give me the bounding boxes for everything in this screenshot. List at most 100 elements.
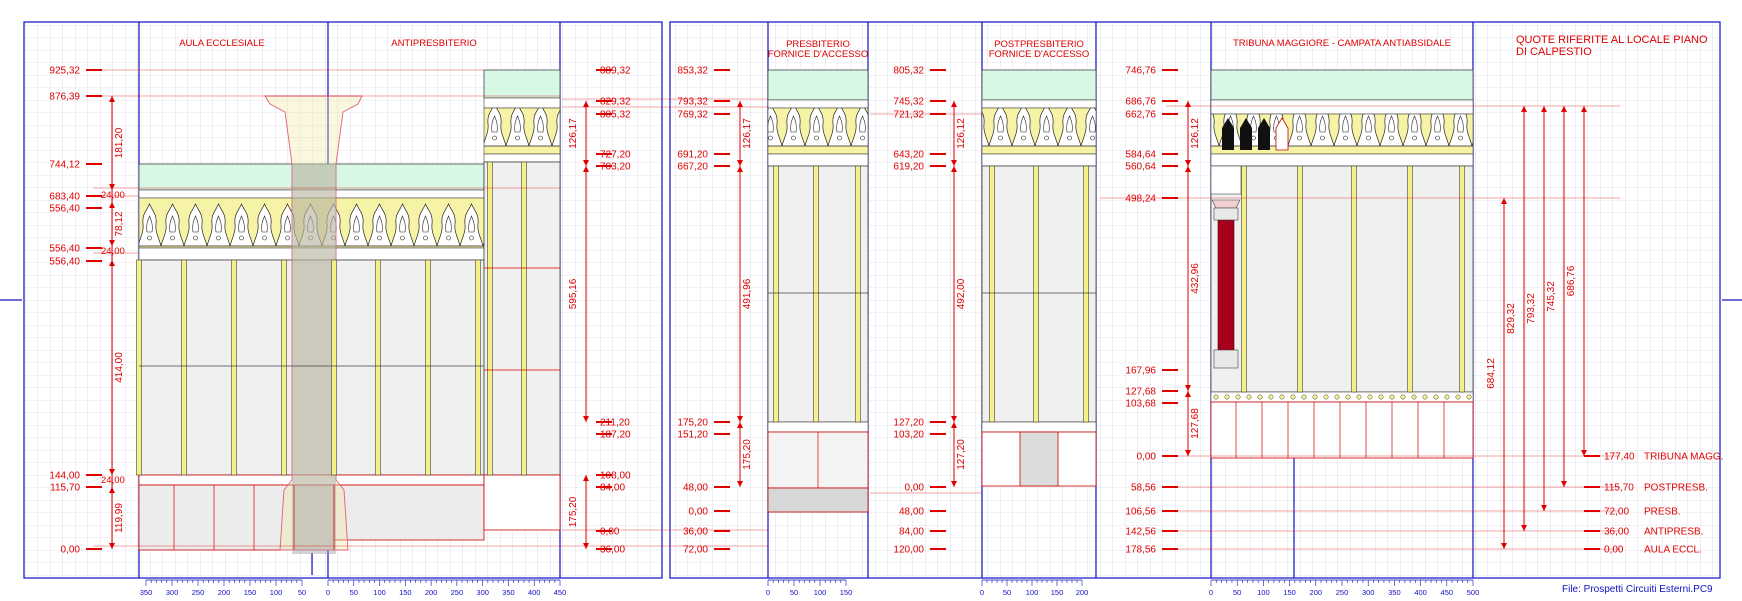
ornament-dot bbox=[1433, 394, 1439, 400]
anti-elev-label: 211,20 bbox=[600, 418, 630, 429]
anti-dim-value: 126,17 bbox=[568, 118, 579, 149]
aula-dim-arrow bbox=[109, 184, 115, 190]
aula-mullion bbox=[181, 259, 187, 476]
scale-aula-right-label: 100 bbox=[373, 588, 386, 597]
tribuna-elev-label: 142,56 bbox=[1125, 527, 1156, 538]
anti-elev-label: 36,00 bbox=[600, 545, 625, 556]
aula-mullion bbox=[281, 259, 287, 476]
aula-dim-arrow bbox=[109, 543, 115, 549]
legend-value: 0,00 bbox=[1604, 545, 1624, 556]
scale-aula-left-label: 200 bbox=[218, 588, 231, 597]
aula-elev-label: 556,40 bbox=[49, 244, 80, 255]
ornament-dot bbox=[1323, 394, 1329, 400]
scale-tribuna-label: 200 bbox=[1310, 588, 1323, 597]
legend-label: AULA ECCL. bbox=[1644, 545, 1702, 556]
aula-elev-label: 144,00 bbox=[49, 471, 80, 482]
aula-elev-label: 744,12 bbox=[49, 160, 80, 171]
postpresb-mullion bbox=[1033, 165, 1039, 423]
anti-dim-arrow bbox=[583, 101, 589, 107]
presb-elev-label: 72,00 bbox=[683, 545, 708, 556]
ornament-dot bbox=[1246, 394, 1252, 400]
aula-elev-label: 556,40 bbox=[49, 204, 80, 215]
scale-postpresb-label: 200 bbox=[1076, 588, 1089, 597]
aula-dim-value: 24,00 bbox=[101, 475, 125, 486]
postpresb-elev-label: 619,20 bbox=[893, 162, 924, 173]
aula-dim-value: 78,12 bbox=[114, 211, 125, 236]
window-mullions bbox=[136, 161, 1472, 550]
postpresb-elev-label: 745,32 bbox=[893, 97, 924, 108]
scale-aula-right-label: 450 bbox=[554, 588, 567, 597]
legend-label: TRIBUNA MAGG. bbox=[1644, 452, 1723, 463]
tribuna-elev-label: 106,56 bbox=[1125, 507, 1156, 518]
postpresb-elev-label: 721,32 bbox=[893, 110, 924, 121]
global-dim-arrow bbox=[1541, 106, 1547, 112]
ornament-dot bbox=[1257, 394, 1263, 400]
ornament-dot bbox=[1279, 394, 1285, 400]
postpresb-facade bbox=[981, 69, 1097, 487]
tribuna-dim-value: 127,68 bbox=[1190, 408, 1201, 439]
title-presbiterio: PRESBITERIO bbox=[786, 39, 850, 50]
global-dim-arrow bbox=[1581, 450, 1587, 456]
postpresb-dim-value: 127,20 bbox=[956, 439, 967, 470]
global-dim-arrow bbox=[1521, 106, 1527, 112]
title-postpresbiterio-sub: FORNICE D'ACCESSO bbox=[989, 49, 1090, 60]
anti-dim-arrow bbox=[583, 160, 589, 166]
tribuna-elev-label: 0,00 bbox=[1137, 452, 1157, 463]
aula-dim-value: 24,00 bbox=[101, 246, 125, 257]
global-dim-arrow bbox=[1561, 481, 1567, 487]
presb-dim-arrow bbox=[737, 422, 743, 428]
scale-aula-right-label: 0 bbox=[326, 588, 330, 597]
tribuna-elev-label: 662,76 bbox=[1125, 110, 1156, 121]
ornament-dot bbox=[1444, 394, 1450, 400]
global-dim-arrow bbox=[1561, 106, 1567, 112]
postpresb-dim-arrow bbox=[951, 422, 957, 428]
aula-mullion bbox=[231, 259, 237, 476]
ornament-dot bbox=[1213, 394, 1219, 400]
aula-elev-label: 925,32 bbox=[49, 66, 80, 77]
postpresb-elev-label: 120,00 bbox=[893, 545, 924, 556]
global-dim-arrow bbox=[1501, 543, 1507, 549]
scale-postpresb-label: 150 bbox=[1051, 588, 1064, 597]
postpresb-elev-label: 127,20 bbox=[893, 418, 924, 429]
scale-aula-right-label: 300 bbox=[476, 588, 489, 597]
ornament-dot bbox=[1378, 394, 1384, 400]
presb-dim-arrow bbox=[737, 416, 743, 422]
global-dim-value: 829,32 bbox=[1506, 303, 1517, 334]
scale-presb-label: 100 bbox=[814, 588, 827, 597]
tribuna-elev-label: 686,76 bbox=[1125, 97, 1156, 108]
scale-aula-left-label: 350 bbox=[140, 588, 153, 597]
anti-elev-label: 703,20 bbox=[600, 162, 631, 173]
postpresb-dim-arrow bbox=[951, 416, 957, 422]
aula-elev-label: 683,40 bbox=[49, 192, 80, 203]
tribuna-elev-label: 103,68 bbox=[1125, 399, 1156, 410]
aula-elev-label: 0,00 bbox=[61, 545, 81, 556]
scale-tribuna-label: 250 bbox=[1336, 588, 1349, 597]
ornament-dot bbox=[1334, 394, 1340, 400]
postpresb-dim-arrow bbox=[951, 101, 957, 107]
tribuna-dim-arrow bbox=[1185, 450, 1191, 456]
aula-elev-label: 115,70 bbox=[50, 483, 80, 494]
ornament-dot bbox=[1367, 394, 1373, 400]
presb-dim-value: 491,96 bbox=[742, 278, 753, 309]
aula-elev-label: 556,40 bbox=[49, 257, 80, 268]
anti-elev-label: 187,20 bbox=[600, 430, 631, 441]
global-dim-arrow bbox=[1501, 198, 1507, 204]
title-aula: AULA ECCLESIALE bbox=[179, 38, 265, 49]
legend-value: 72,00 bbox=[1604, 507, 1629, 518]
presb-elev-label: 151,20 bbox=[677, 430, 708, 441]
tribuna-dim-arrow bbox=[1185, 101, 1191, 107]
presb-elev-label: 691,20 bbox=[677, 150, 708, 161]
tribuna-elev-label: 584,64 bbox=[1125, 150, 1156, 161]
ornament-dot bbox=[1455, 394, 1461, 400]
ornament-dot bbox=[1411, 394, 1417, 400]
postpresb-dim-arrow bbox=[951, 481, 957, 487]
aula-dim-arrow bbox=[109, 202, 115, 208]
ornament-dot bbox=[1345, 394, 1351, 400]
scale-aula-left-label: 300 bbox=[166, 588, 179, 597]
scale-aula-left-label: 250 bbox=[192, 588, 205, 597]
ornament-dot bbox=[1422, 394, 1428, 400]
presb-elev-label: 769,32 bbox=[677, 110, 708, 121]
scale-tribuna-label: 450 bbox=[1441, 588, 1454, 597]
